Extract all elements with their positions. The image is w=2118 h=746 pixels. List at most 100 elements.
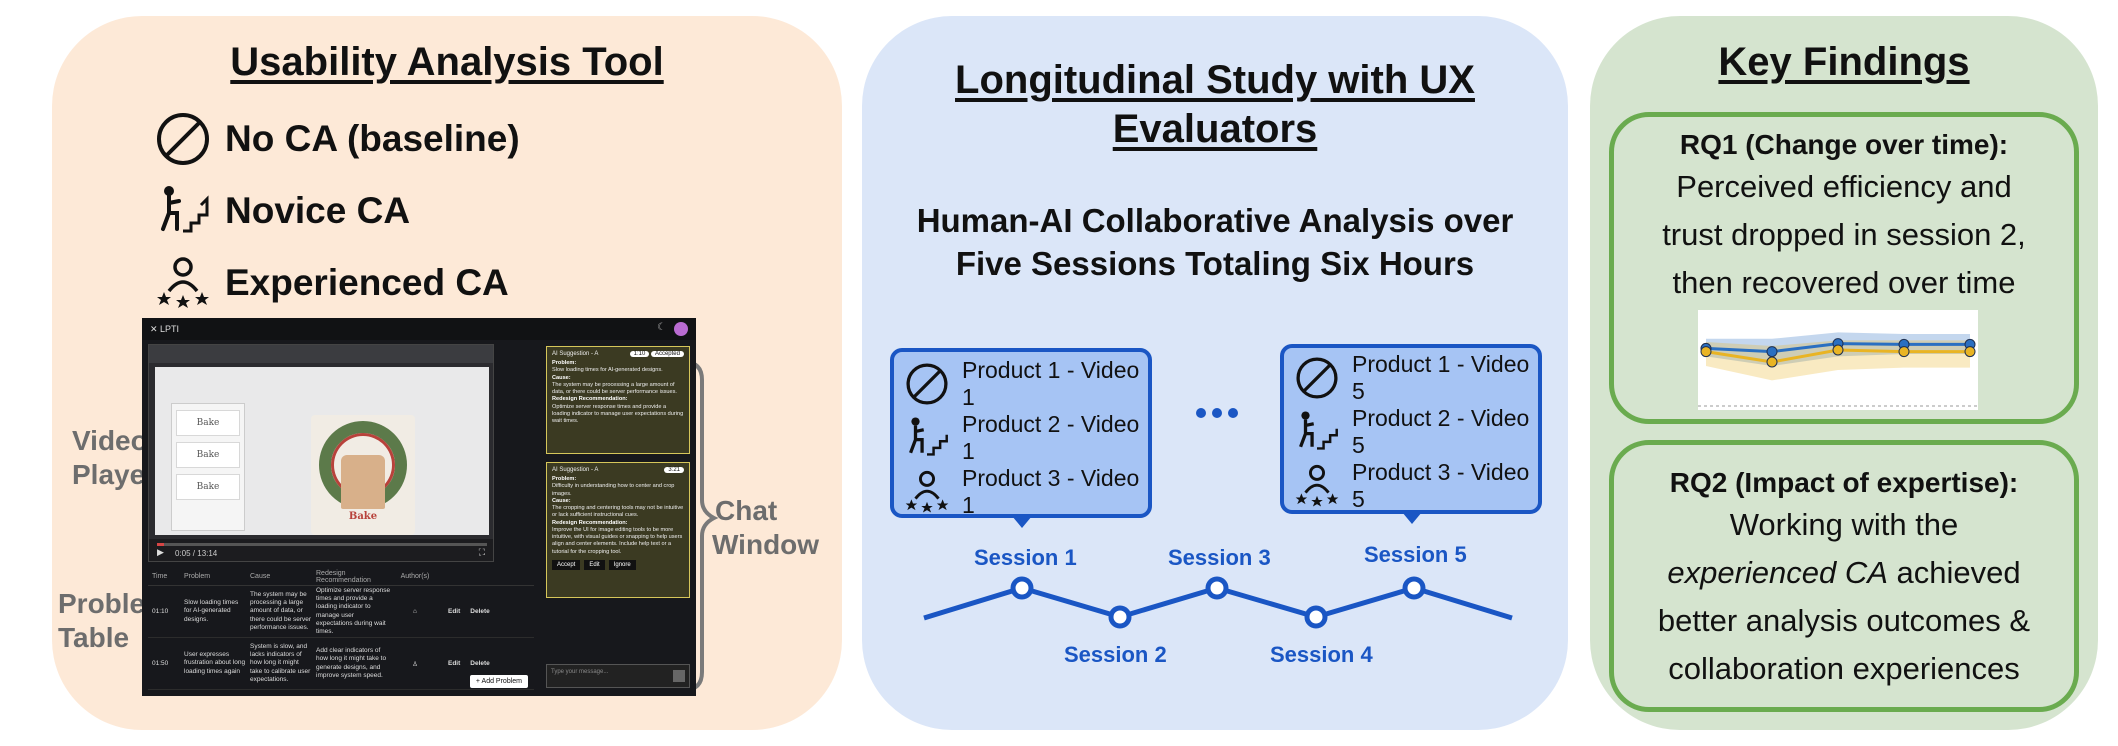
session-2-node (1108, 605, 1132, 629)
novice-stairs-icon (909, 417, 948, 456)
card-body: Problem: Slow loading times for AI-gener… (552, 360, 684, 425)
fullscreen-icon[interactable]: ⛶ (478, 547, 485, 557)
rq2-line: better analysis outcomes & (1657, 603, 2031, 639)
edit-button[interactable]: Edit (448, 608, 461, 615)
video-thumbnail: Bake (176, 474, 240, 500)
rq1-line: trust dropped in session 2, (1662, 217, 2026, 253)
label-line: Chat (715, 495, 778, 526)
video-browser-bar (149, 345, 493, 363)
status-badge: Accepted (650, 351, 684, 357)
experienced-stars-icon (905, 470, 949, 513)
novice-stairs-icon (1299, 411, 1338, 450)
label-line: Table (58, 621, 130, 653)
session-3-label: Session 3 (1168, 545, 1271, 570)
video-thumbnail-list: Bake Bake Bake (171, 403, 245, 531)
play-icon[interactable]: ▶ (157, 547, 164, 557)
rq2-title: RQ2 (Impact of expertise): (1669, 467, 2019, 498)
column-header[interactable]: Time (152, 573, 168, 580)
table-header: Time Problem Cause Redesign Recommendati… (148, 568, 534, 586)
session-item: Product 1 - Video 5 (1294, 351, 1538, 404)
edit-button[interactable]: Edit (448, 660, 461, 667)
cause-text: The system may be processing a large amo… (552, 381, 677, 396)
video-thumbnail: Bake (176, 442, 240, 468)
condition-label: Experienced CA (225, 262, 509, 303)
ignore-button[interactable]: Ignore (608, 559, 636, 570)
session-item-label: Product 1 - Video 1 (962, 357, 1140, 410)
ellipsis-icon (1196, 408, 1238, 418)
ai-suggestion-card[interactable]: AI Suggestion - A 1:10 Accepted Problem:… (546, 346, 690, 454)
row-cause: The system may be processing a large amo… (250, 591, 312, 631)
rq2-line: experienced CA achieved (1614, 549, 2074, 597)
field-label: Redesign Recommendation: (552, 396, 628, 403)
label-line: Window (712, 528, 820, 560)
session-3-node (1205, 576, 1229, 600)
delete-button[interactable]: Delete (470, 660, 490, 667)
condition-novice-ca: Novice CA (155, 180, 410, 242)
condition-label: Novice CA (225, 190, 411, 231)
video-progress-bar[interactable] (157, 543, 487, 546)
timestamp-badge: 3:21 (664, 467, 684, 473)
avatar[interactable] (674, 322, 688, 336)
subtitle-line: Human-AI Collaborative Analysis over (916, 202, 1514, 239)
theme-toggle-icon[interactable]: ☾ (657, 322, 666, 333)
table-row[interactable]: 01:10 Slow loading times for AI-generate… (148, 586, 534, 638)
session-5-node (1402, 576, 1426, 600)
rq1-title: RQ1 (Change over time): (1679, 129, 2009, 160)
problem-text: Difficulty in understanding how to cente… (552, 483, 675, 497)
field-label: Redesign Recommendation: (552, 519, 628, 526)
tool-screenshot: ✕ LPTI ☾ Bake Bake Bake Bake ▶ 0:05 / 13… (142, 318, 696, 696)
chat-placeholder: Type your message... (551, 669, 609, 675)
column-header: Problem (184, 573, 211, 580)
session-item: Product 2 - Video 5 (1294, 405, 1538, 458)
chat-window-bracket (683, 360, 719, 692)
session-item: Product 3 - Video 5 (1294, 459, 1538, 512)
field-label: Cause: (552, 497, 571, 504)
recommendation-text: Improve the UI for image editing tools t… (552, 526, 683, 555)
video-progress-fill (157, 543, 164, 546)
row-actions: Edit Delete (434, 660, 528, 667)
session-item: Product 1 - Video 1 (904, 357, 1148, 410)
table-row[interactable]: 01:50 User expresses frustration about l… (148, 638, 534, 690)
app-topbar: ✕ LPTI ☾ (142, 318, 696, 340)
tool-title: Usability Analysis Tool (230, 40, 664, 84)
condition-label: No CA (baseline) (225, 118, 520, 159)
card-header: AI Suggestion - A 3:21 (552, 467, 684, 473)
row-time: 01:50 (152, 660, 169, 667)
delete-button[interactable]: Delete (470, 608, 490, 615)
problem-text: Slow loading times for AI-generated desi… (552, 367, 663, 374)
mini-line-chart (1698, 310, 1978, 410)
session-item: Product 3 - Video 1 (904, 465, 1148, 518)
video-controls: ▶ 0:05 / 13:14 ⛶ (149, 539, 493, 561)
prohibited-icon (1296, 357, 1338, 399)
session-box-pointer (1012, 516, 1032, 528)
accept-button[interactable]: Accept (552, 559, 581, 570)
video-player[interactable]: Bake Bake Bake Bake ▶ 0:05 / 13:14 ⛶ (148, 344, 494, 562)
card-body: Problem: Difficulty in understanding how… (552, 476, 684, 556)
ai-suggestion-card[interactable]: AI Suggestion - A 3:21 Problem: Difficul… (546, 462, 690, 598)
add-problem-button[interactable]: + Add Problem (469, 675, 528, 688)
novice-stairs-icon (161, 186, 209, 233)
poster-image: Bake (311, 415, 415, 535)
problem-table: Time Problem Cause Redesign Recommendati… (148, 568, 534, 692)
row-recommendation: Optimize server response times and provi… (316, 587, 391, 635)
session-1-box: Product 1 - Video 1 Product 2 - Video 1 … (890, 348, 1152, 528)
rq2-line-rest: achieved (1887, 555, 2021, 591)
app-logo-icon: ✕ (150, 323, 161, 334)
session-item-label: Product 3 - Video 1 (962, 465, 1140, 518)
rq1-box: RQ1 (Change over time): Perceived effici… (1609, 112, 2079, 424)
app-name: LPTI (160, 324, 180, 334)
rq1-line: then recovered over time (1672, 265, 2016, 301)
cake-graphic (341, 455, 385, 509)
session-item-label: Product 2 - Video 5 (1352, 405, 1530, 458)
rq1-body: Perceived efficiency and trust dropped i… (1614, 163, 2074, 307)
send-icon[interactable] (673, 670, 685, 682)
rq2-emphasis: experienced CA (1667, 555, 1888, 591)
field-label: Problem: (552, 360, 577, 366)
edit-button[interactable]: Edit (584, 559, 605, 570)
session-box-pointer (1402, 512, 1422, 524)
chat-window-label: Chat Window (712, 494, 819, 561)
condition-no-ca: No CA (baseline) (155, 108, 520, 170)
chat-input[interactable]: Type your message... (546, 664, 690, 688)
session-item: Product 2 - Video 1 (904, 411, 1148, 464)
experienced-stars-icon (1295, 464, 1339, 507)
